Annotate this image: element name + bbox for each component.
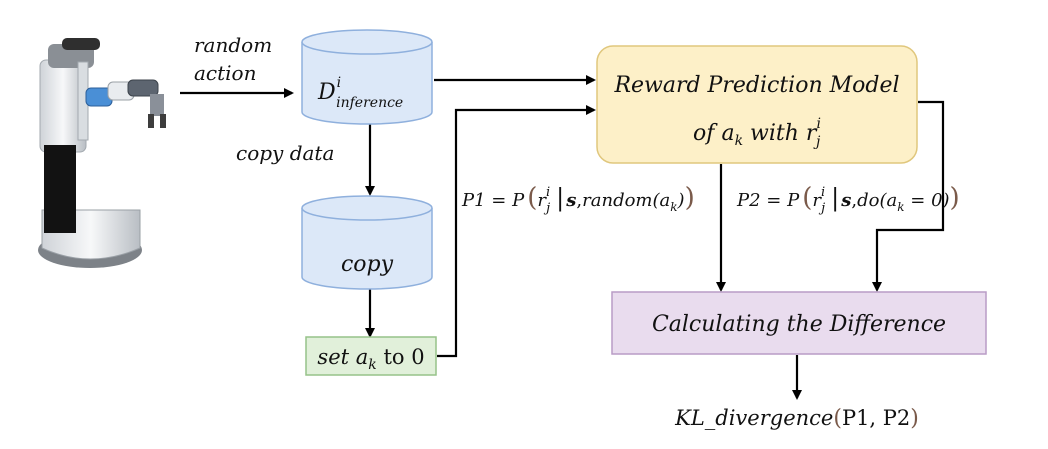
reward-model-title: Reward Prediction Model	[613, 73, 899, 98]
arrow-model-to-difference-p2	[872, 100, 945, 292]
copy-data-label: copy data	[236, 141, 334, 165]
set-ak-box: set ak to 0	[305, 336, 437, 376]
random-action-label-line1: random	[194, 33, 272, 57]
arrow-set-to-model	[437, 105, 596, 358]
set-ak-label: set ak to 0	[317, 345, 424, 373]
calculating-difference-box: Calculating the Difference	[611, 291, 987, 355]
difference-label: Calculating the Difference	[652, 312, 946, 337]
copy-database: copy	[301, 195, 433, 290]
kl-divergence-output: KL_divergence(P1, P2)	[674, 406, 919, 431]
copy-db-label: copy	[341, 252, 394, 277]
random-action-label-line2: action	[194, 61, 256, 85]
mobile-manipulator-robot-icon	[38, 38, 166, 268]
